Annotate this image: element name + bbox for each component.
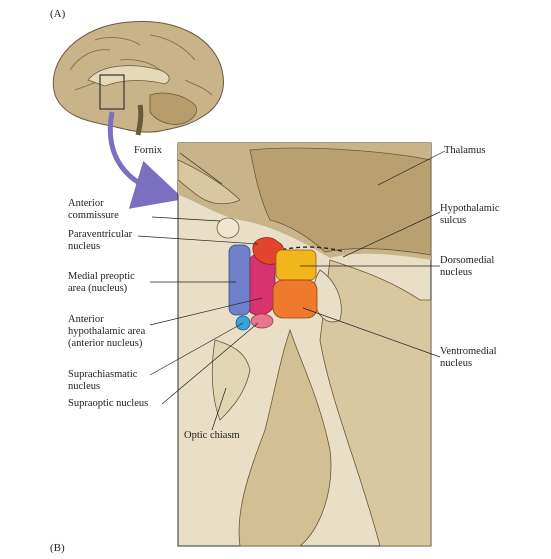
label-anterior-commissure: Anterior commissure [68, 198, 119, 221]
panel-a-label: (A) [50, 8, 66, 20]
tissue-background [177, 143, 432, 547]
label-paraventricular: Paraventricular nucleus [68, 229, 133, 252]
zoom-arrow [107, 111, 184, 209]
label-medial-preoptic: Medial preoptic area (nucleus) [68, 271, 135, 294]
ventromedial-nucleus [272, 279, 318, 319]
cerebellum-shape [149, 92, 197, 125]
label-optic-chiasm: Optic chiasm [184, 430, 240, 441]
label-anterior-hypothalamic: Anterior hypothalamic area (anterior nuc… [68, 314, 146, 349]
label-supraoptic: Supraoptic nucleus [68, 398, 149, 409]
medial-preoptic-nucleus [228, 244, 251, 316]
brain-sagittal-illustration [52, 21, 224, 136]
label-fornix: Fornix [134, 145, 163, 156]
label-thalamus: Thalamus [444, 145, 486, 156]
label-dorsomedial: Dorsomedial nucleus [440, 255, 495, 278]
label-ventromedial: Ventromedial nucleus [440, 346, 497, 369]
anterior-commissure-shape [216, 217, 240, 239]
panel-b-label: (B) [50, 542, 65, 554]
leader-lines [137, 150, 446, 431]
dorsomedial-nucleus [275, 249, 317, 281]
highlight-box [99, 74, 125, 110]
label-hypothalamic-sulcus: Hypothalamic sulcus [440, 203, 500, 226]
label-suprachiasmatic: Suprachiasmatic nucleus [68, 369, 138, 392]
